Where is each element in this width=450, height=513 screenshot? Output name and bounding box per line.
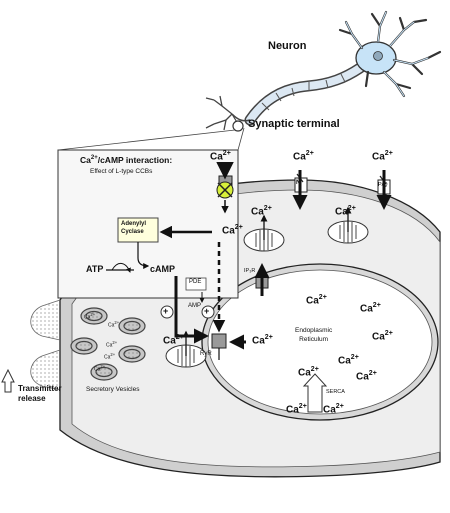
release-site <box>30 299 61 391</box>
calcium-ion: Ca2+ <box>338 354 359 367</box>
calcium-ion: Ca2+ <box>323 403 344 416</box>
synaptic-terminal-label: Synaptic terminal <box>248 118 340 130</box>
camp-label: cAMP <box>150 264 176 274</box>
calcium-ion: Ca2+ <box>210 150 231 163</box>
n-type-channel-label: N <box>296 180 301 186</box>
calcium-ion: Ca2+ <box>293 150 314 163</box>
calcium-ion: Ca2+ <box>306 294 327 307</box>
neuron-label: Neuron <box>268 40 307 52</box>
calcium-ion: Ca2+ <box>163 334 184 347</box>
plus-circles <box>160 305 215 319</box>
release-arrow <box>1 368 15 393</box>
amp-label: AMP <box>188 303 202 309</box>
ip3r-label: IP₃R <box>244 268 256 274</box>
plus-sign: + <box>163 306 169 316</box>
calcium-ion: Ca2+ <box>372 150 393 163</box>
vesicle-ion: Ca2+ <box>104 352 116 361</box>
er-compartment <box>201 263 439 421</box>
inset-subtitle: Effect of L-type CCBs <box>90 168 153 175</box>
pq-channel-label: P/Q <box>378 182 388 188</box>
ryr-label: RyR <box>200 351 212 357</box>
plus-sign: + <box>204 306 210 316</box>
pde-label: PDE <box>189 279 202 285</box>
calcium-ion: Ca2+ <box>286 403 307 416</box>
vesicle-ion: Ca2+ <box>94 364 106 373</box>
calcium-stores <box>165 206 369 368</box>
calcium-ion: Ca2+ <box>251 205 272 218</box>
secretory-vesicles <box>70 307 146 381</box>
vesicle-ion: Ca2+ <box>106 340 118 349</box>
calcium-ion: Ca2+ <box>252 334 273 347</box>
calcium-ion: Ca2+ <box>372 330 393 343</box>
calcium-ion: Ca2+ <box>298 366 319 379</box>
secretory-vesicles-label: Secretory Vesicles <box>86 386 140 393</box>
vesicle-ion: Ca2+ <box>108 320 120 329</box>
neuron-drawing <box>205 10 442 132</box>
serca-label: SERCA <box>326 389 345 395</box>
atp-label: ATP <box>86 264 104 274</box>
inset-title: Ca2+/cAMP interaction: <box>80 155 173 165</box>
vesicle-ion: Ca2+ <box>84 312 96 321</box>
calcium-ion: Ca2+ <box>360 302 381 315</box>
inset-box <box>57 127 245 299</box>
pathway-arrows <box>106 162 392 413</box>
calcium-ion: Ca2+ <box>335 205 356 218</box>
calcium-ion: Ca2+ <box>356 370 377 383</box>
calcium-ion: Ca2+ <box>222 224 243 237</box>
